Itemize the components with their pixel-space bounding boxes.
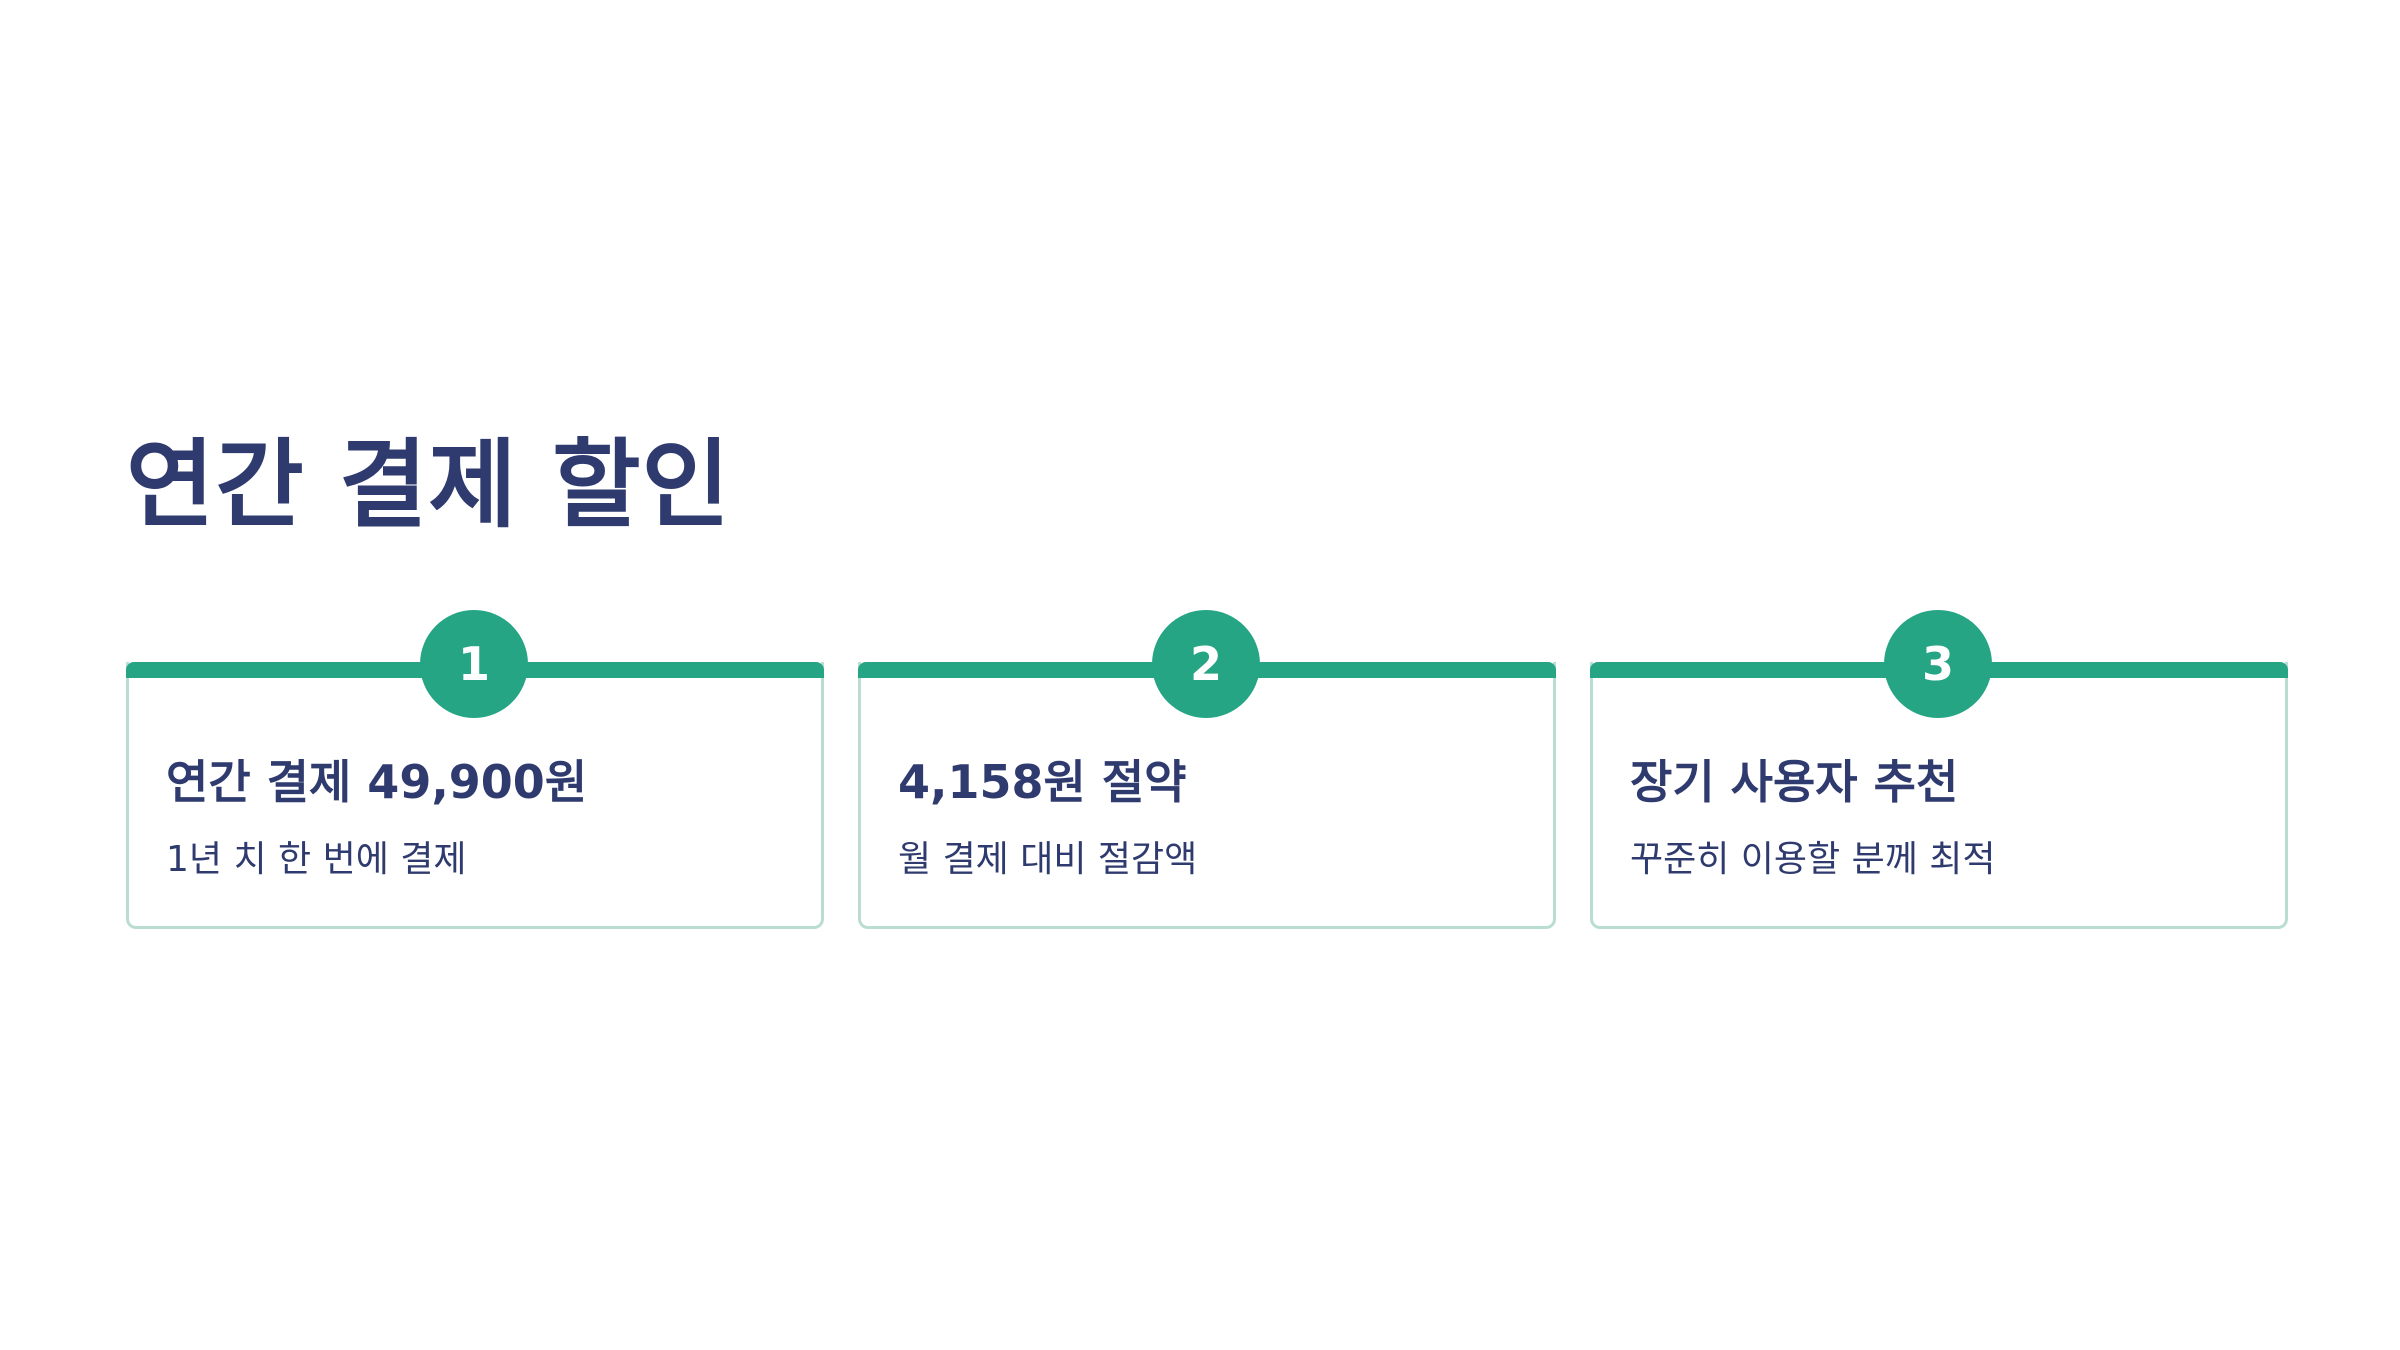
- step-number-badge: 3: [1884, 610, 1992, 718]
- card-recommendation: 3 장기 사용자 추천 꾸준히 이용할 분께 최적: [1590, 610, 2288, 930]
- card-savings: 2 4,158원 절약 월 결제 대비 절감액: [858, 610, 1556, 930]
- card-list: 1 연간 결제 49,900원 1년 치 한 번에 결제 2 4,158원 절약…: [126, 610, 2288, 930]
- card-heading: 4,158원 절약: [898, 755, 1187, 809]
- page-title: 연간 결제 할인: [126, 429, 731, 541]
- card-heading: 연간 결제 49,900원: [166, 755, 588, 809]
- step-number-badge: 1: [420, 610, 528, 718]
- card-description: 월 결제 대비 절감액: [898, 839, 1198, 880]
- card-description: 1년 치 한 번에 결제: [166, 839, 467, 880]
- card-annual-payment: 1 연간 결제 49,900원 1년 치 한 번에 결제: [126, 610, 824, 930]
- card-heading: 장기 사용자 추천: [1630, 755, 1959, 809]
- card-description: 꾸준히 이용할 분께 최적: [1630, 839, 1996, 880]
- step-number-badge: 2: [1152, 610, 1260, 718]
